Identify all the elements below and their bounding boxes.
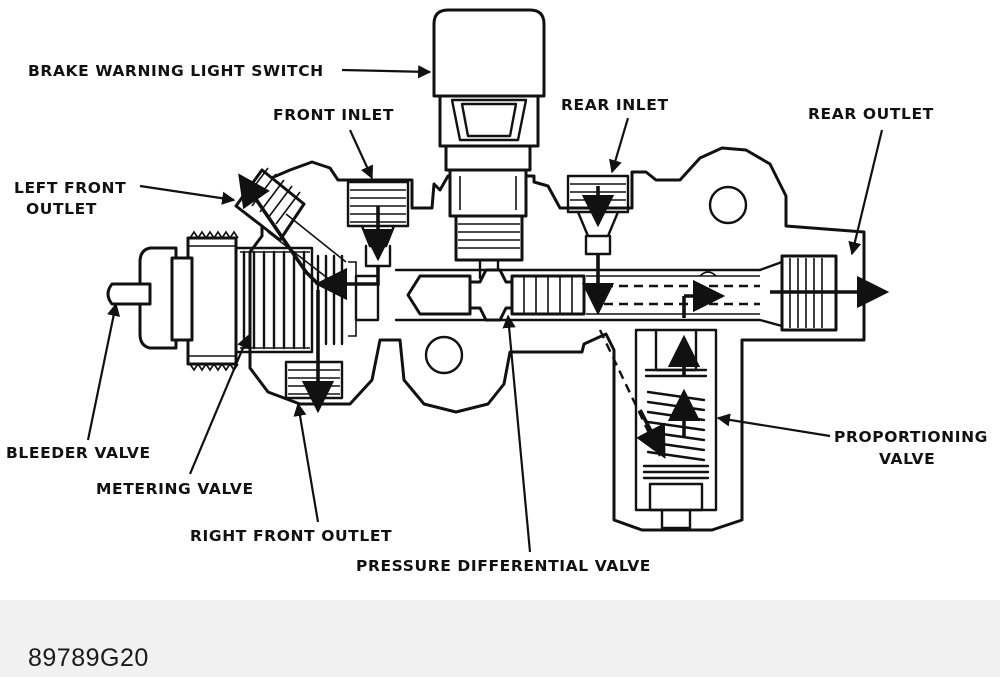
footer-band: 89789G20 bbox=[0, 600, 1000, 677]
label-rear-inlet: REAR INLET bbox=[561, 96, 669, 114]
metering-valve-spring bbox=[240, 250, 310, 350]
leader-pressure-differential-valve bbox=[502, 314, 532, 553]
leader-left-front-outlet bbox=[139, 184, 236, 205]
leader-proportioning-valve bbox=[716, 413, 831, 438]
mounting-hole-right bbox=[708, 185, 748, 225]
label-left-front-outlet-line2: OUTLET bbox=[26, 200, 97, 218]
proportioning-valve bbox=[634, 328, 718, 530]
label-right-front-outlet: RIGHT FRONT OUTLET bbox=[190, 527, 392, 545]
valve-diagram-svg: BRAKE WARNING LIGHT SWITCH FRONT INLET R… bbox=[6, 8, 988, 575]
bleeder-knob bbox=[138, 246, 178, 350]
metering-valve-seat bbox=[354, 274, 380, 322]
flow-arrows bbox=[238, 173, 890, 459]
metering-valve-housing bbox=[234, 246, 314, 354]
leader-bleeder-valve bbox=[86, 302, 121, 441]
valve-diagram: BRAKE WARNING LIGHT SWITCH FRONT INLET R… bbox=[6, 8, 988, 575]
brake-warning-light-switch bbox=[432, 8, 546, 280]
mounting-hole-center bbox=[424, 335, 464, 375]
label-front-inlet: FRONT INLET bbox=[273, 106, 394, 124]
piston-bore bbox=[394, 268, 762, 322]
label-proportioning-valve-line2: VALVE bbox=[879, 450, 935, 468]
label-brake-warning-light-switch: BRAKE WARNING LIGHT SWITCH bbox=[28, 62, 324, 80]
label-pressure-differential-valve: PRESSURE DIFFERENTIAL VALVE bbox=[356, 557, 651, 575]
leader-rear-outlet bbox=[848, 129, 884, 256]
leader-right-front-outlet bbox=[293, 402, 320, 523]
figure-code: 89789G20 bbox=[28, 644, 149, 672]
label-left-front-outlet-line1: LEFT FRONT bbox=[14, 179, 126, 197]
bleeder-stem bbox=[106, 282, 152, 306]
leader-rear-inlet bbox=[609, 117, 630, 174]
pressure-differential-piston bbox=[406, 274, 472, 316]
left-threaded-boss bbox=[186, 236, 238, 366]
label-proportioning-valve-line1: PROPORTIONING bbox=[834, 428, 988, 446]
leader-front-inlet bbox=[349, 129, 374, 180]
leader-metering-valve bbox=[188, 334, 250, 475]
bleeder-collar bbox=[170, 256, 194, 342]
label-rear-outlet: REAR OUTLET bbox=[808, 105, 934, 123]
valve-body-outline bbox=[248, 146, 866, 532]
label-bleeder-valve: BLEEDER VALVE bbox=[6, 444, 151, 462]
label-metering-valve: METERING VALVE bbox=[96, 480, 254, 498]
leader-brake-warning-light-switch bbox=[341, 65, 432, 79]
